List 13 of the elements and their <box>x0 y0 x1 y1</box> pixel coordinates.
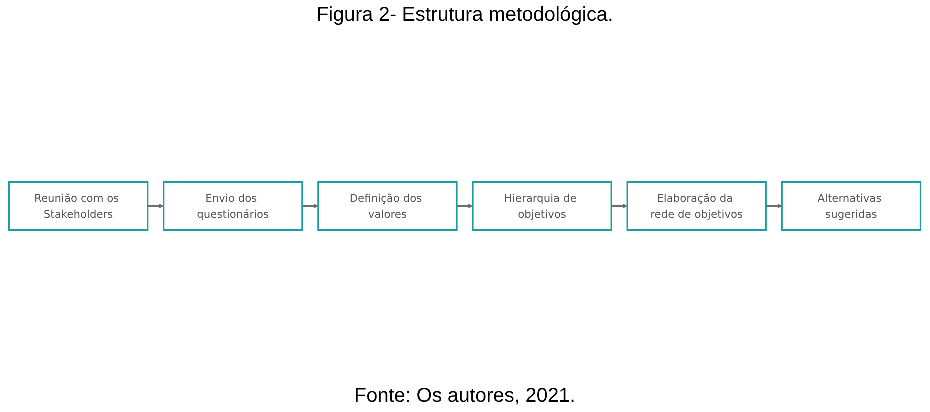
node-box: Elaboração da rede de objetivos <box>626 181 767 231</box>
arrow <box>302 204 319 208</box>
arrow <box>148 204 164 208</box>
node-box: Hierarquia de objetivos <box>472 181 612 231</box>
figure-title: Figura 2- Estrutura metodológica. <box>316 4 614 27</box>
node-box: Envio dos questionários <box>163 181 304 231</box>
node-box: Reunião com os Stakeholders <box>8 181 149 231</box>
arrow <box>457 204 474 208</box>
arrow <box>612 204 628 208</box>
node-box: Definição dos valores <box>318 181 458 231</box>
node-box: Alternativas sugeridas <box>781 181 922 231</box>
figure-caption: Fonte: Os autores, 2021. <box>354 385 576 408</box>
arrow <box>766 204 782 208</box>
